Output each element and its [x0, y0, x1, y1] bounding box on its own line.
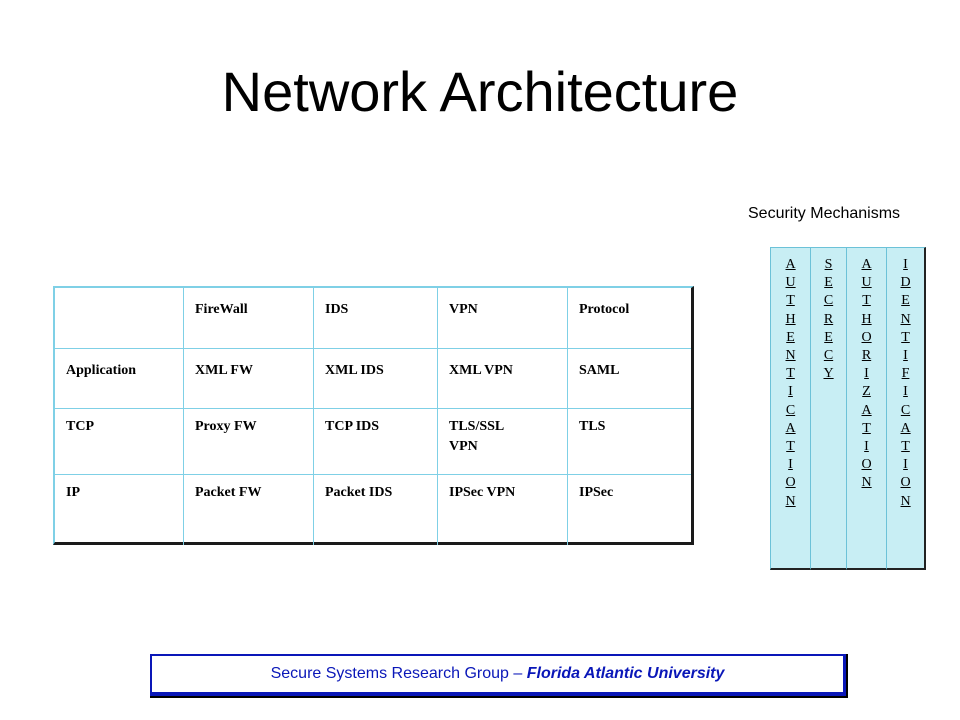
mechanism-column-identification: IDENTIFICATION [886, 247, 926, 570]
table-cell: XML FW [183, 349, 313, 409]
table-header-cell: FireWall [183, 288, 313, 348]
footer-text: Secure Systems Research Group – Florida … [152, 656, 843, 692]
table-header-cell: IDS [313, 288, 437, 348]
table-cell: TCP IDS [313, 409, 437, 475]
footer-banner: Secure Systems Research Group – Florida … [150, 654, 848, 698]
table-cell: Application [66, 363, 137, 378]
table-cell: XML VPN [437, 349, 567, 409]
footer-separator: – [508, 665, 527, 682]
slide-title: Network Architecture [221, 60, 739, 123]
table-cell: TLS [567, 409, 691, 475]
footer-university-name: Florida Atlantic University [526, 665, 725, 682]
mechanism-label: IDENTIFICATION [900, 257, 911, 509]
architecture-table: FireWall IDS VPN Protocol Application XM… [53, 286, 694, 545]
table-cell: IPSec VPN [437, 475, 567, 545]
table-row: TCP Proxy FW TCP IDS TLS/SSL VPN TLS [55, 408, 691, 475]
security-mechanisms-label: Security Mechanisms [748, 205, 901, 222]
table-cell: Proxy FW [183, 409, 313, 475]
table-cell: IP [66, 485, 80, 500]
table-row: Application XML FW XML IDS XML VPN SAML [55, 348, 691, 409]
table-cell: Packet IDS [313, 475, 437, 545]
table-header-cell [55, 288, 183, 348]
table-cell: IPSec [567, 475, 691, 545]
table-cell: SAML [567, 349, 691, 409]
mechanism-column-authorization: AUTHORIZATION [846, 247, 888, 570]
mechanism-label: AUTHORIZATION [861, 257, 872, 491]
table-cell: TCP [66, 419, 94, 434]
table-header-cell: Protocol [567, 288, 691, 348]
mechanism-column-secrecy: SECRECY [810, 247, 848, 570]
table-cell: TLS/SSL VPN [437, 409, 567, 475]
table-cell: XML IDS [313, 349, 437, 409]
table-header-cell: VPN [437, 288, 567, 348]
table-cell: Packet FW [183, 475, 313, 545]
table-header-row: FireWall IDS VPN Protocol [55, 288, 691, 348]
footer-group-name: Secure Systems Research Group [270, 665, 509, 682]
mechanism-column-authentication: AUTHENTICATION [770, 247, 812, 570]
mechanism-label: AUTHENTICATION [785, 257, 796, 509]
mechanism-label: SECRECY [823, 257, 834, 382]
table-row: IP Packet FW Packet IDS IPSec VPN IPSec [55, 474, 691, 545]
